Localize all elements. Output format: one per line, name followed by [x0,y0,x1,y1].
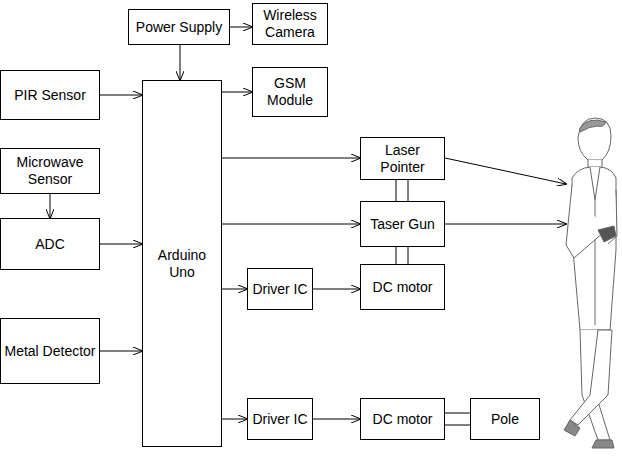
motor-box: DC motor [360,264,445,310]
signal-arrow [313,289,360,290]
gsm-box: GSM Module [252,67,328,117]
block-label: Driver IC [252,281,307,298]
signal-arrow [100,244,142,245]
block-label: Wireless Camera [256,7,324,41]
block-label: GSM Module [256,75,324,109]
coupling-link [445,413,470,425]
taser-box: Taser Gun [360,201,445,247]
laser-box: Laser Pointer [360,137,445,180]
signal-arrow [100,95,142,96]
controller-box: Arduino Uno [142,80,222,447]
signal-arrow [222,289,247,290]
block-label: Driver IC [252,411,307,428]
driver-box: Driver IC [247,398,313,440]
signal-arrow [100,351,142,352]
signal-arrow [222,92,252,93]
sensor-box: PIR Sensor [0,70,100,120]
block-label: Arduino Uno [146,247,218,281]
pole-box: Pole [470,398,540,440]
detector-box: Metal Detector [0,318,100,384]
block-label: Metal Detector [4,343,95,360]
block-label: Microwave Sensor [4,154,96,188]
motor-box: DC motor [360,398,445,440]
signal-arrow [230,27,252,28]
signal-arrow [50,194,51,218]
block-label: PIR Sensor [14,87,86,104]
signal-arrow [222,158,360,159]
driver-box: Driver IC [247,268,313,310]
block-label: Laser Pointer [364,142,441,176]
signal-arrow [222,224,360,225]
sensor-box: Microwave Sensor [0,148,100,194]
signal-arrow [313,419,360,420]
adc-box: ADC [0,218,100,270]
block-label: DC motor [373,411,433,428]
block-label: Power Supply [136,19,222,36]
man-figure [564,118,617,448]
signal-arrow [180,45,181,80]
camera-box: Wireless Camera [252,3,328,45]
power-supply-box: Power Supply [128,9,230,45]
taser-shot-arrow [445,224,566,225]
block-label: Taser Gun [370,216,435,233]
block-label: ADC [35,236,65,253]
block-label: DC motor [373,279,433,296]
coupling-link [396,247,408,264]
coupling-link [396,180,408,201]
block-label: Pole [491,411,519,428]
signal-arrow [222,419,247,420]
laser-beam-arrow [445,158,566,184]
